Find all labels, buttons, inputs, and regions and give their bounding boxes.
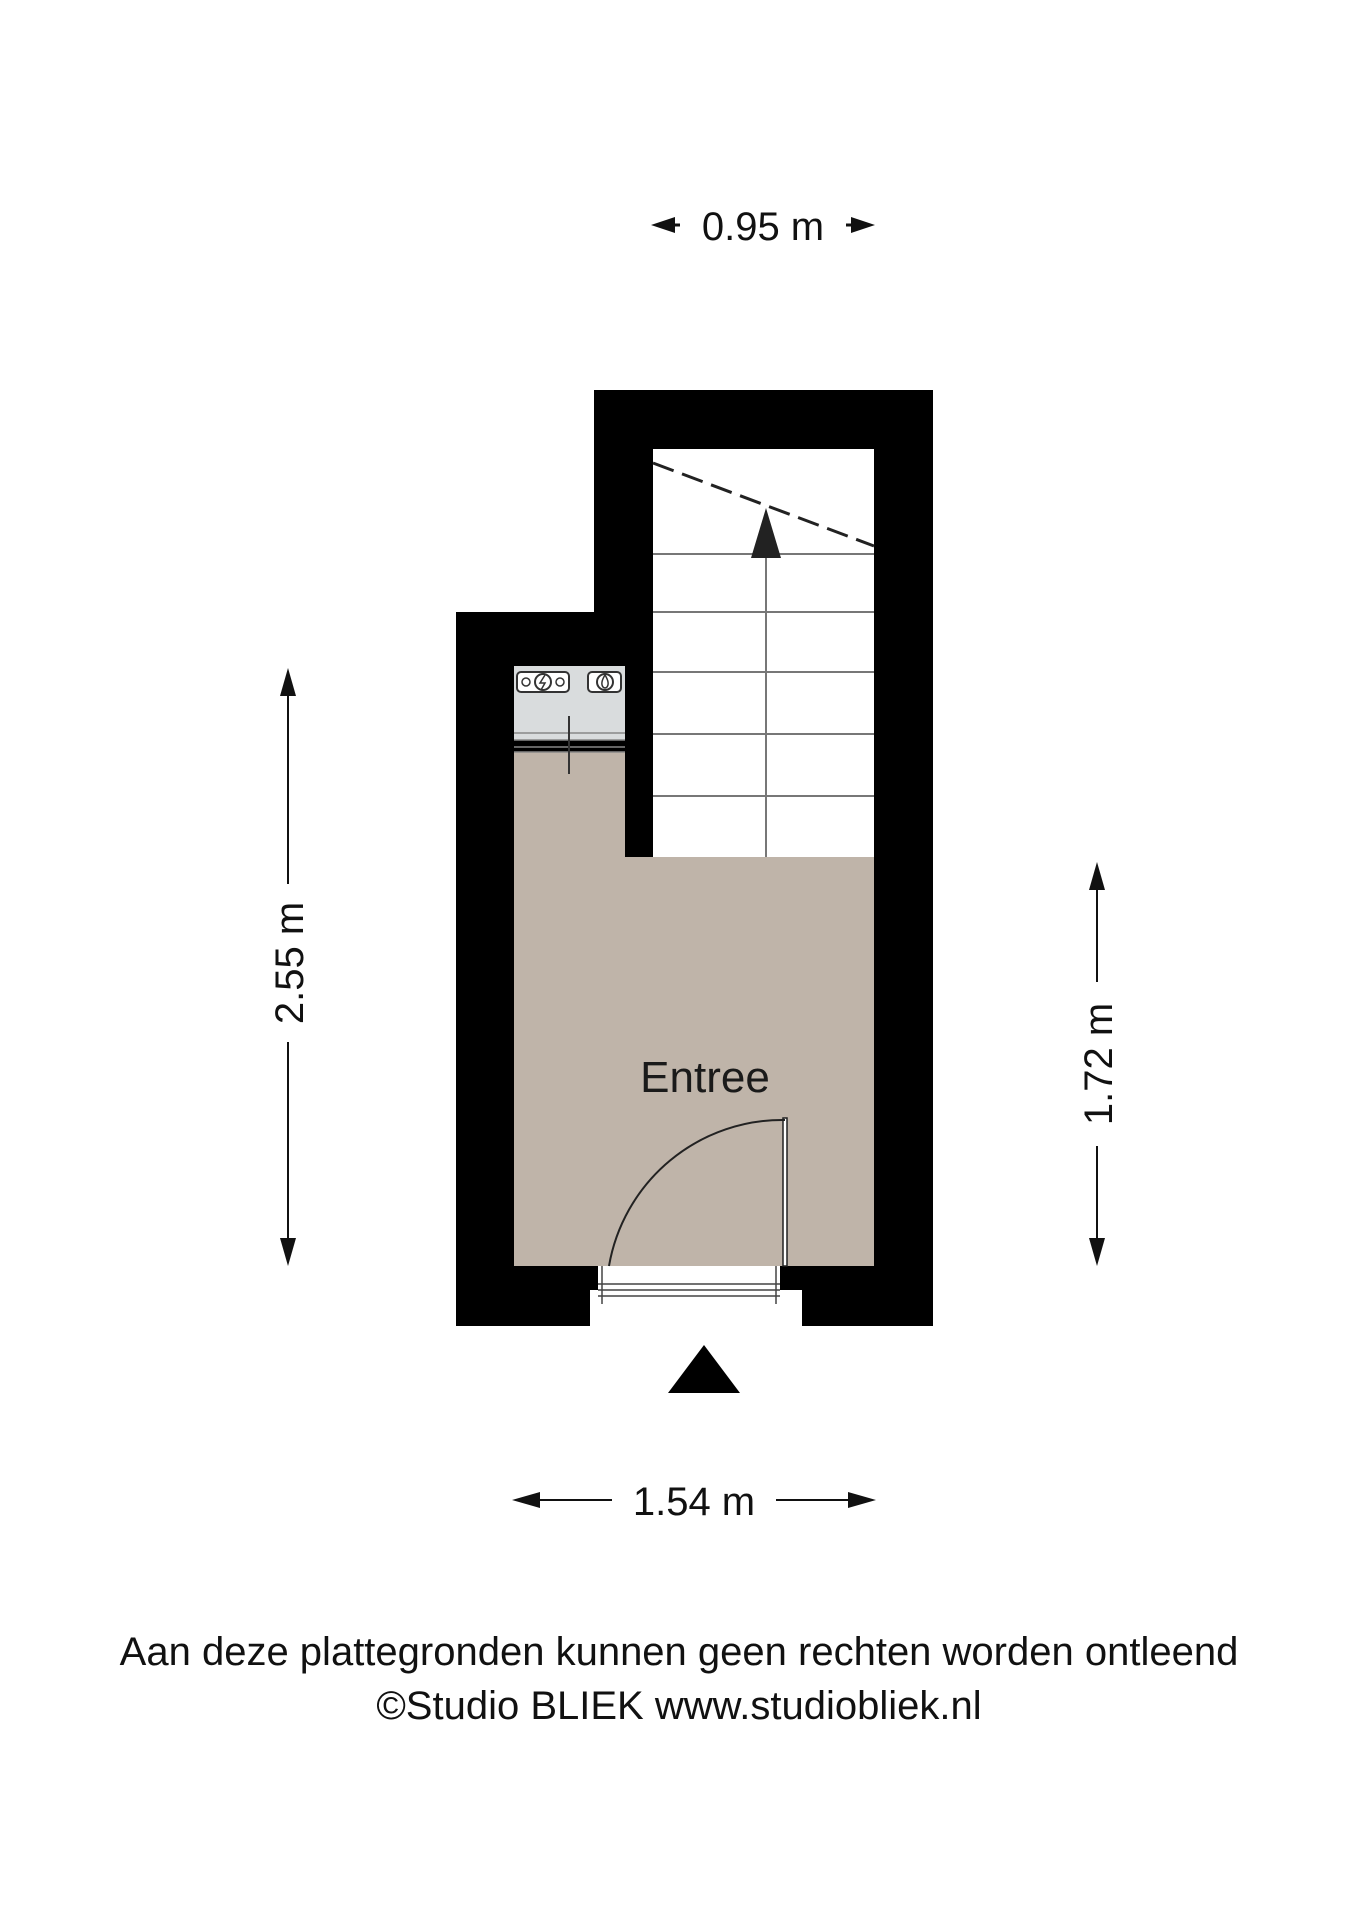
dimension-top: 0.95 m (651, 205, 875, 249)
water-meter-icon (587, 671, 622, 693)
stair-break-line (652, 461, 875, 548)
dimension-bottom: 1.54 m (512, 1480, 876, 1524)
dimension-top-label: 0.95 m (702, 205, 824, 249)
front-door (598, 1117, 788, 1304)
footer-credit: ©Studio BLIEK www.studiobliek.nl (376, 1684, 982, 1728)
dimension-right-label: 1.72 m (1077, 1003, 1121, 1125)
room-label: Entree (640, 1053, 770, 1102)
dimension-right: 1.72 m (1077, 862, 1121, 1266)
electricity-meter-icon (516, 671, 570, 693)
stair-treads (653, 540, 874, 857)
dimension-left: 2.55 m (268, 668, 312, 1266)
dimension-left-label: 2.55 m (268, 902, 312, 1024)
dimension-bottom-label: 1.54 m (633, 1480, 755, 1524)
stairs-direction-arrow-icon (751, 508, 781, 558)
entrance-arrow-icon (668, 1345, 740, 1393)
footer-disclaimer: Aan deze plattegronden kunnen geen recht… (119, 1630, 1239, 1674)
